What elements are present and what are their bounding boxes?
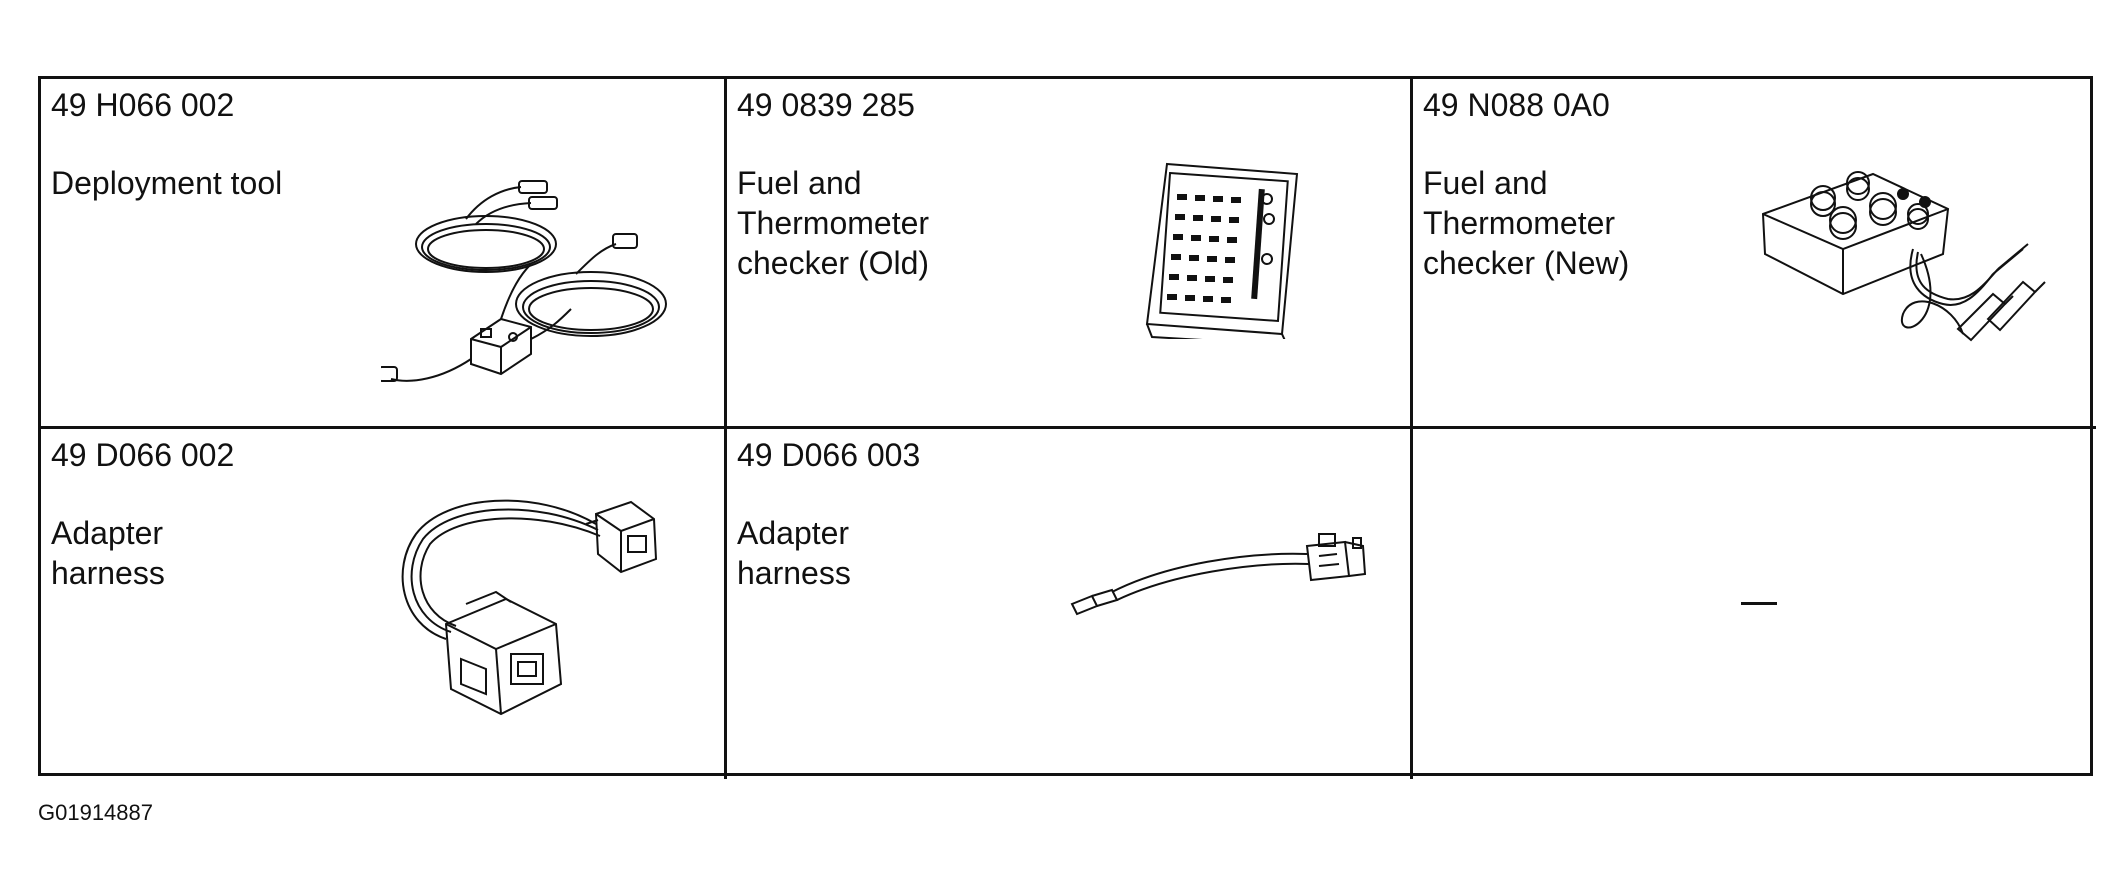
deployment-tool-icon xyxy=(381,179,701,409)
checker-old-icon xyxy=(1137,159,1307,339)
adapter-harness-small-icon xyxy=(1067,524,1387,644)
special-tools-table: 49 H066 002 Deployment tool xyxy=(38,76,2096,779)
tool-description: Fuel and Thermometer checker (New) xyxy=(1423,165,1630,281)
part-number: 49 0839 285 xyxy=(737,87,915,123)
tool-cell-empty xyxy=(1413,429,2096,779)
part-number: 49 N088 0A0 xyxy=(1423,87,1610,123)
part-number: 49 D066 002 xyxy=(51,437,235,473)
tool-cell-adapter-harness-small: 49 D066 003 Adapter harness xyxy=(727,429,1413,779)
tool-cell-checker-old: 49 0839 285 Fuel and Thermometer checker… xyxy=(727,79,1413,429)
dash-mark-icon xyxy=(1741,601,1781,607)
adapter-harness-large-icon xyxy=(386,484,686,734)
tool-description: Adapter harness xyxy=(737,515,851,591)
figure-id: G01914887 xyxy=(38,800,153,825)
part-number: 49 D066 003 xyxy=(737,437,921,473)
part-number: 49 H066 002 xyxy=(51,87,235,123)
tool-cell-deployment-tool: 49 H066 002 Deployment tool xyxy=(41,79,727,429)
tool-description: Fuel and Thermometer checker (Old) xyxy=(737,165,930,281)
tool-cell-adapter-harness-large: 49 D066 002 Adapter harness xyxy=(41,429,727,779)
tool-description: Deployment tool xyxy=(51,165,283,201)
tool-description: Adapter harness xyxy=(51,515,165,591)
checker-new-icon xyxy=(1753,154,2053,354)
tool-cell-checker-new: 49 N088 0A0 Fuel and Thermometer checker… xyxy=(1413,79,2096,429)
